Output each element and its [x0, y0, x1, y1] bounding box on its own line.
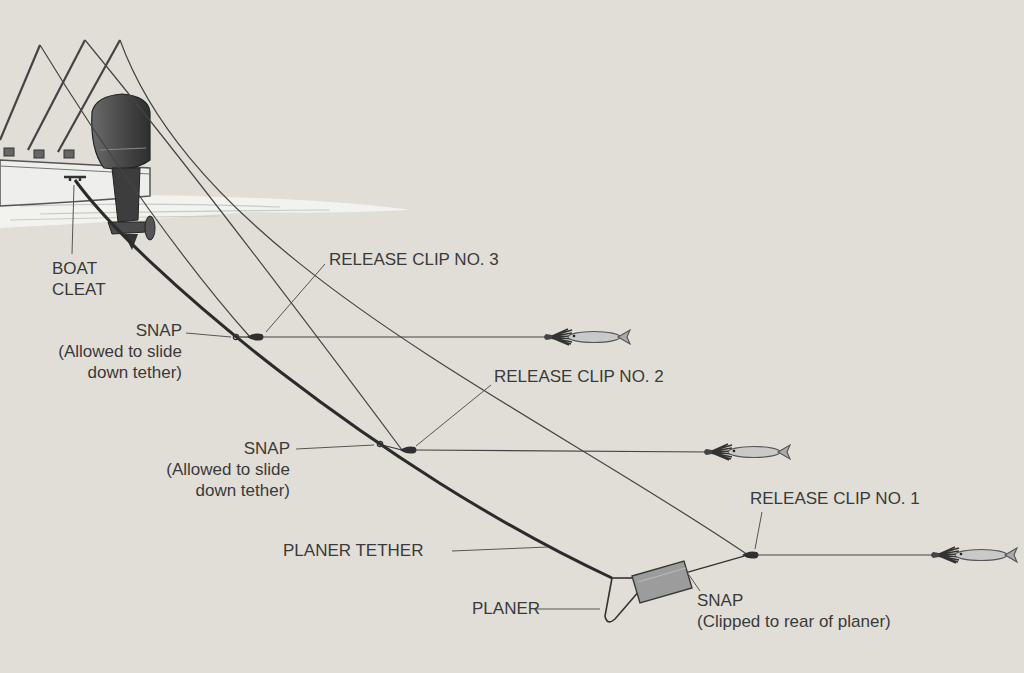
- part-label: RELEASE CLIP NO. 3: [329, 249, 499, 270]
- part-label-text: SNAP (Allowed to slide down tether): [166, 439, 290, 500]
- part-label: PLANER TETHER: [283, 540, 423, 561]
- part-label: RELEASE CLIP NO. 1: [750, 488, 920, 509]
- part-label-text: RELEASE CLIP NO. 1: [750, 489, 920, 508]
- part-label-text: RELEASE CLIP NO. 3: [329, 250, 499, 269]
- part-label: SNAP (Allowed to slide down tether): [140, 438, 290, 501]
- part-label-text: SNAP (Allowed to slide down tether): [58, 321, 182, 382]
- wrap-spacer: [140, 438, 230, 448]
- part-label-text: SNAP (Clipped to rear of planer): [697, 591, 891, 631]
- part-label-text: BOAT CLEAT: [52, 259, 106, 299]
- part-label: RELEASE CLIP NO. 2: [494, 366, 664, 387]
- part-label-text: PLANER: [472, 599, 540, 618]
- part-label: PLANER: [472, 598, 540, 619]
- part-label: SNAP (Allowed to slide down tether): [32, 320, 182, 383]
- wrap-spacer: [782, 590, 912, 600]
- part-label: BOAT CLEAT: [52, 258, 116, 300]
- part-label: SNAP (Clipped to rear of planer): [697, 590, 912, 632]
- part-label-text: PLANER TETHER: [283, 541, 423, 560]
- part-label-text: RELEASE CLIP NO. 2: [494, 367, 664, 386]
- wrap-spacer: [32, 320, 122, 330]
